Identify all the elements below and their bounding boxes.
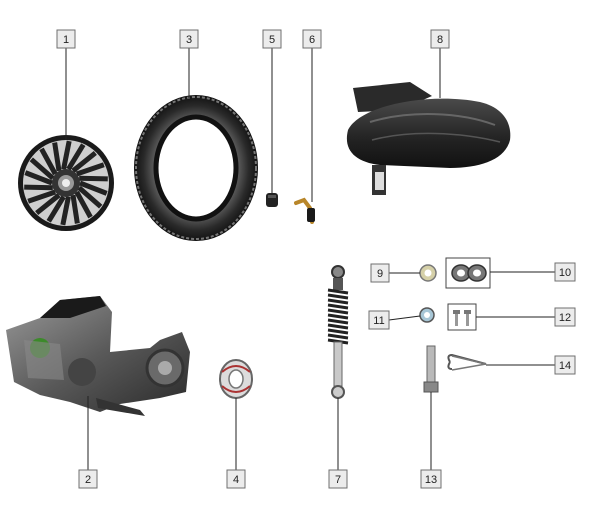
wheel-spoke xyxy=(60,196,71,226)
axle-bolt-part xyxy=(423,345,439,393)
callout-7: 7 xyxy=(328,469,348,489)
callout-14-text: 14 xyxy=(559,360,571,372)
callout-labels: 1 3 5 6 8 9 10 11 xyxy=(56,29,576,489)
callout-7-text: 7 xyxy=(335,474,341,486)
callout-14: 14 xyxy=(554,355,576,375)
callout-5: 5 xyxy=(262,29,282,49)
callout-13-text: 13 xyxy=(425,474,437,486)
wheel-spoke xyxy=(35,193,61,215)
wheel-spoke xyxy=(77,185,103,209)
callout-4: 4 xyxy=(226,469,246,489)
tire-part xyxy=(134,95,258,241)
shock-spring-coil xyxy=(327,293,349,300)
callout-1-text: 1 xyxy=(63,34,69,46)
shock-spring-coil xyxy=(327,318,349,325)
shock-spring-coil xyxy=(327,323,349,330)
callout-9: 9 xyxy=(370,263,390,283)
callout-12: 12 xyxy=(554,307,576,327)
wheel-spoke xyxy=(79,180,108,196)
callout-3-text: 3 xyxy=(186,34,192,46)
callout-8-text: 8 xyxy=(437,34,443,46)
wheel-spoke xyxy=(75,162,105,177)
callout-11: 11 xyxy=(368,310,390,330)
cotter-pin-part xyxy=(447,353,487,371)
callout-6: 6 xyxy=(302,29,322,49)
wheel-rim-part xyxy=(18,135,114,231)
callout-12-text: 12 xyxy=(559,312,571,324)
shock-spring-coil xyxy=(327,333,349,340)
wheel-spoke xyxy=(79,175,108,182)
nut-part xyxy=(419,264,437,282)
callout-2: 2 xyxy=(78,469,98,489)
wheel-spoke xyxy=(74,190,93,219)
callout-9-text: 9 xyxy=(377,268,383,280)
wheel-spoke xyxy=(29,157,55,181)
callout-8: 8 xyxy=(430,29,450,49)
wheel-spoke xyxy=(27,189,57,204)
wheel-spoke xyxy=(70,194,80,224)
brake-shoe-part xyxy=(219,359,253,399)
wheel-spoke xyxy=(66,143,86,171)
shock-spring-coil xyxy=(327,308,349,315)
callout-1: 1 xyxy=(56,29,76,49)
callout-5-text: 5 xyxy=(269,34,275,46)
wheel-spoke xyxy=(46,195,66,223)
shock-spring-coil xyxy=(327,298,349,305)
washer-part xyxy=(419,307,435,323)
engine-part xyxy=(6,296,190,416)
shock-spring-coil xyxy=(327,328,349,335)
shock-absorber-part xyxy=(327,265,349,399)
callout-10-text: 10 xyxy=(559,267,571,279)
wheel-spoke xyxy=(71,151,97,173)
callout-11-text: 11 xyxy=(373,315,384,327)
wheel-spoke xyxy=(61,140,72,170)
callout-2-text: 2 xyxy=(85,474,91,486)
valve-cap-part xyxy=(266,193,278,207)
callout-6-text: 6 xyxy=(309,34,315,46)
leader-line-11 xyxy=(388,315,421,321)
wheel-spoke xyxy=(52,142,62,172)
wheel-spoke xyxy=(24,184,53,191)
washers-part xyxy=(445,257,491,289)
rear-fender-part xyxy=(346,82,511,195)
bolts-part xyxy=(447,303,477,331)
callout-10: 10 xyxy=(554,262,576,282)
shock-spring-coil xyxy=(327,303,349,310)
callout-4-text: 4 xyxy=(233,474,239,486)
shock-spring-coil xyxy=(327,313,349,320)
shock-spring-coil xyxy=(327,288,349,295)
wheel-spoke xyxy=(24,170,53,186)
leader-lines xyxy=(65,48,555,470)
wheel-spoke xyxy=(39,147,58,176)
callout-3: 3 xyxy=(179,29,199,49)
callout-13: 13 xyxy=(420,469,442,489)
tire-valve-part xyxy=(294,197,315,224)
